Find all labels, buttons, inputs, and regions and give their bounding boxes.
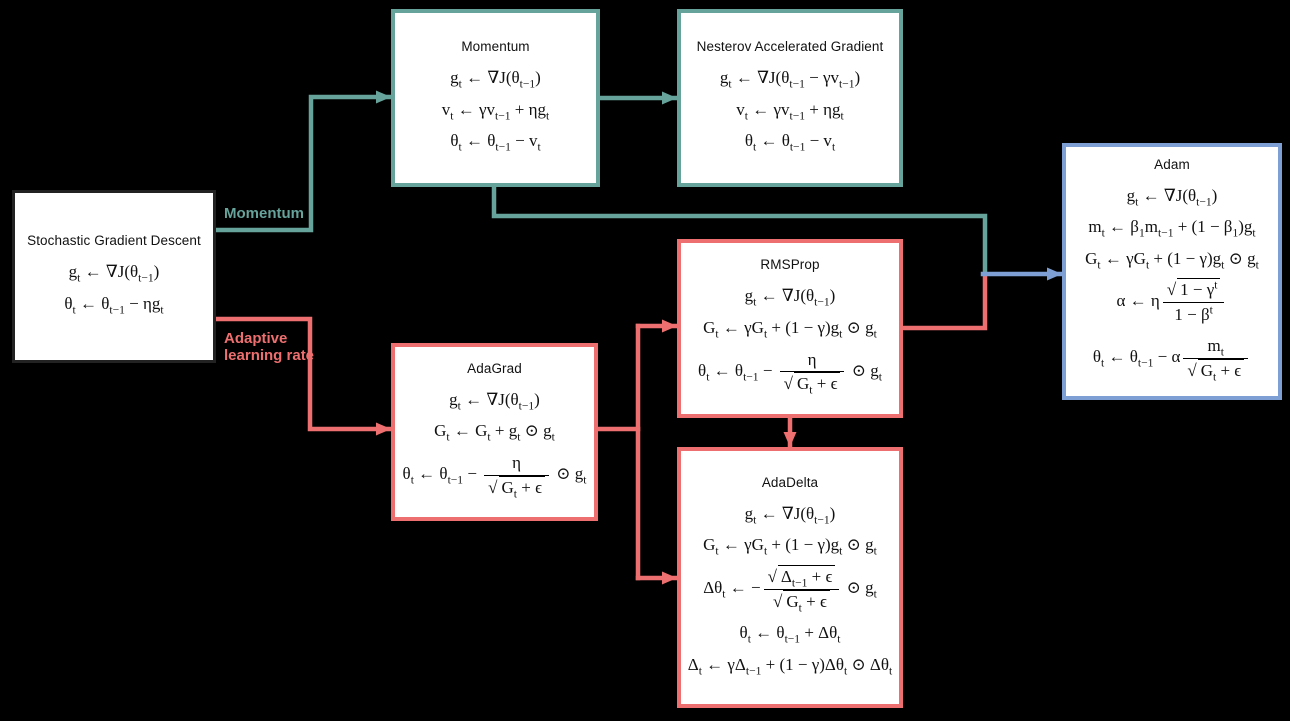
node-adadelta-formulas: gt ← ∇J(θt−1) Gt ← γGt + (1 − γ)gt ⊙ gt Δθ… — [688, 498, 892, 680]
formula-line: θt ← θt−1 − vt — [744, 131, 836, 154]
formula-line: θt ← θt−1 − η√Gt + ϵ ⊙ gt — [698, 349, 882, 397]
edge-label-adaptive-learning-rate: Adaptive learning rate — [224, 330, 315, 364]
formula-line: θt ← θt−1 − vt — [450, 131, 541, 154]
edge-label-adaptive-line1: Adaptive — [224, 330, 288, 347]
formula-line: θt ← θt−1 − ηgt — [64, 294, 164, 317]
formula-line: gt ← ∇J(θt−1) — [744, 286, 836, 309]
node-adadelta: AdaDelta gt ← ∇J(θt−1) Gt ← γGt + (1 − γ)… — [677, 447, 903, 708]
edge-label-momentum: Momentum — [224, 205, 304, 222]
formula-line: θt ← θt−1 − η√Gt + ϵ ⊙ gt — [402, 453, 587, 500]
edge-rmsprop-junction — [900, 273, 988, 331]
formula-line: Gt ← γGt + (1 − γ)gt ⊙ gt — [703, 317, 877, 341]
formula-line: gt ← ∇J(θt−1) — [744, 503, 836, 527]
node-nesterov-title: Nesterov Accelerated Gradient — [696, 39, 884, 55]
node-nesterov-formulas: gt ← ∇J(θt−1 − γvt−1) vt ← γvt−1 + ηgt θt … — [720, 62, 860, 157]
node-adagrad: AdaGrad gt ← ∇J(θt−1) Gt ← Gt + gt ⊙ gt θt… — [391, 343, 598, 521]
formula-line: Gt ← γGt + (1 − γ)gt ⊙ gt — [1085, 248, 1259, 272]
node-nesterov: Nesterov Accelerated Gradient gt ← ∇J(θt… — [677, 9, 903, 187]
node-rmsprop-title: RMSProp — [760, 257, 820, 273]
node-momentum-formulas: gt ← ∇J(θt−1) vt ← γvt−1 + ηgt θt ← θt−1 −… — [442, 62, 549, 157]
formula-line: gt ← ∇J(θt−1) — [68, 262, 160, 285]
node-adam-formulas: gt ← ∇J(θt−1) mt ← β1mt−1 + (1 − β1)gt Gt … — [1085, 180, 1259, 387]
node-adagrad-title: AdaGrad — [467, 360, 522, 376]
formula-line: gt ← ∇J(θt−1) — [449, 389, 540, 413]
formula-line: mt ← β1mt−1 + (1 − β1)gt — [1088, 217, 1256, 240]
formula-line: Δθt ← −√Δt−1 + ϵ√Gt + ϵ ⊙ gt — [703, 564, 877, 614]
formula-line: gt ← ∇J(θt−1) — [450, 68, 541, 91]
node-sgd-title: Stochastic Gradient Descent — [27, 233, 201, 249]
formula-line: gt ← ∇J(θt−1) — [1126, 185, 1218, 208]
formula-line: vt ← γvt−1 + ηgt — [441, 99, 550, 123]
node-rmsprop-formulas: gt ← ∇J(θt−1) Gt ← γGt + (1 − γ)gt ⊙ gt θt… — [698, 280, 882, 399]
node-adagrad-formulas: gt ← ∇J(θt−1) Gt ← Gt + gt ⊙ gt θt ← θt−1 … — [403, 384, 587, 503]
formula-line: Gt ← γGt + (1 − γ)gt ⊙ gt — [703, 535, 877, 558]
node-adam-title: Adam — [1154, 156, 1190, 172]
node-momentum-title: Momentum — [461, 39, 530, 55]
formula-line: vt ← γvt−1 + ηgt — [736, 99, 844, 123]
node-adadelta-title: AdaDelta — [761, 474, 819, 490]
node-rmsprop: RMSProp gt ← ∇J(θt−1) Gt ← γGt + (1 − γ)g… — [677, 239, 903, 418]
formula-line: gt ← ∇J(θt−1 − γvt−1) — [719, 68, 861, 91]
node-adam: Adam gt ← ∇J(θt−1) mt ← β1mt−1 + (1 − β1)… — [1062, 143, 1282, 400]
formula-line: Gt ← Gt + gt ⊙ gt — [434, 421, 555, 444]
node-sgd-formulas: gt ← ∇J(θt−1) θt ← θt−1 − ηgt — [64, 256, 163, 319]
formula-line: Δt ← γΔt−1 + (1 − γ)Δθt ⊙ Δθt — [687, 654, 893, 677]
edge-label-adaptive-line2: learning rate — [224, 346, 315, 364]
formula-line: θt ← θt−1 + Δθt — [739, 623, 841, 646]
node-sgd: Stochastic Gradient Descent gt ← ∇J(θt−1… — [12, 190, 216, 363]
node-momentum: Momentum gt ← ∇J(θt−1) vt ← γvt−1 + ηgt θt… — [391, 9, 600, 187]
